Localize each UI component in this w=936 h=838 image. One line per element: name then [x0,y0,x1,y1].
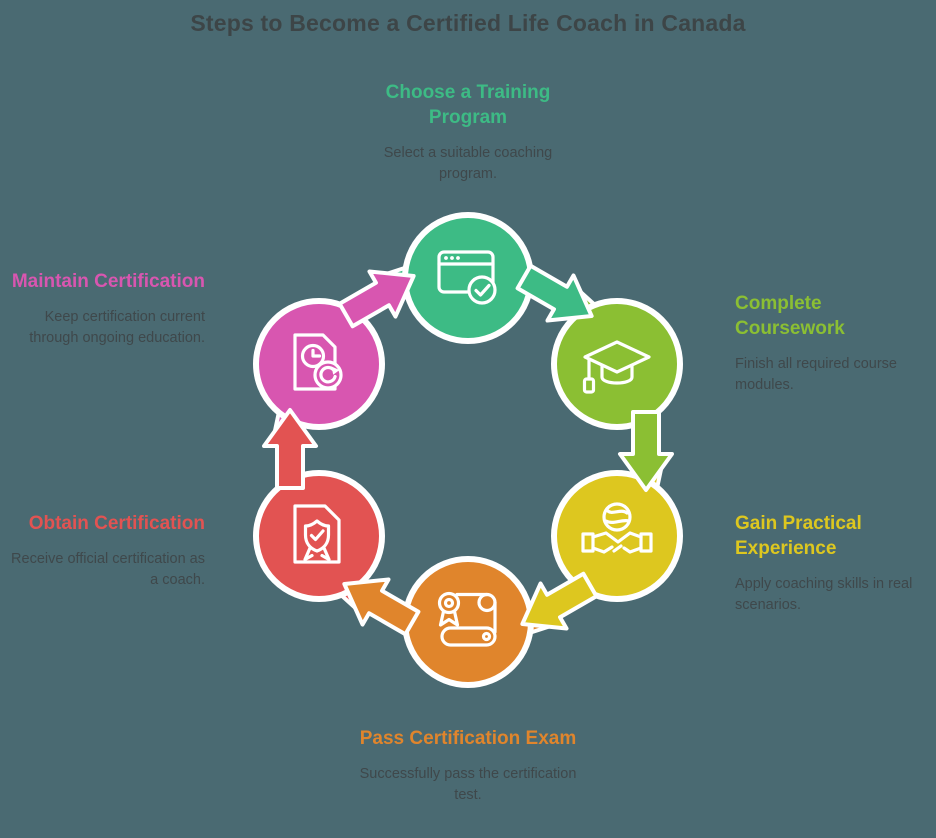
handshake-globe-icon [581,502,653,554]
step-3-text-block: Gain Practical Experience Apply coaching… [735,511,930,615]
step-3-circle [551,470,683,602]
graduation-cap-icon [582,340,651,394]
page-title: Steps to Become a Certified Life Coach i… [190,10,746,36]
step-2-circle [551,298,683,430]
document-renewal-icon [293,333,343,391]
step-6-description: Keep certification current through ongoi… [29,309,205,346]
step-1-text-block: Choose a Training Program Select a suita… [358,80,578,184]
step-2-text-block: Complete Coursework Finish all required … [735,291,925,395]
step-1-circle [402,212,534,344]
step-1-label: Choose a Training Program [385,82,551,129]
step-4-label: Pass Certification Exam [359,728,577,749]
step-2-label: Complete Coursework [735,293,845,340]
scroll-certificate-icon [437,591,497,647]
step-4-circle [402,556,534,688]
step-6-label: Maintain Certification [11,271,205,292]
step-5-label: Obtain Certification [28,513,205,534]
step-5-text-block: Obtain Certification Receive official ce… [0,511,205,590]
step-3-description: Apply coaching skills in real scenarios. [735,576,913,613]
step-circles [253,212,683,688]
step-4-text-block: Pass Certification Exam Successfully pas… [358,726,578,805]
step-6-text-block: Maintain Certification Keep certificatio… [10,269,205,348]
step-2-description: Finish all required course modules. [735,356,897,393]
browser-check-icon [437,250,497,305]
certificate-document-icon [293,504,341,564]
step-3-label: Gain Practical Experience [735,513,862,560]
step-5-description: Receive official certification as a coac… [11,551,205,588]
step-4-description: Successfully pass the certification test… [359,766,577,803]
step-1-description: Select a suitable coaching program. [383,145,553,182]
